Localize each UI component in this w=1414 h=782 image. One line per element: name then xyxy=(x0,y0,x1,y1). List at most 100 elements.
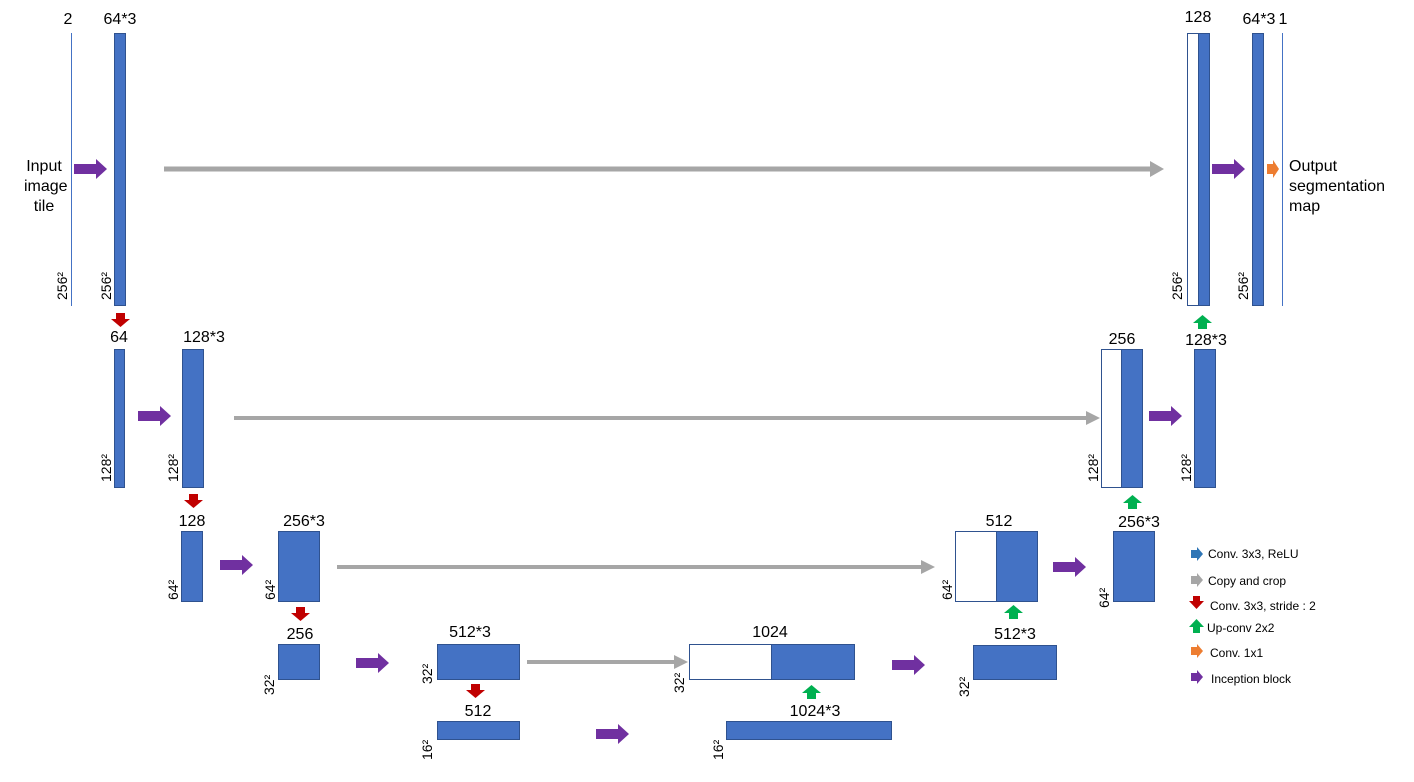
feature-map-l3a xyxy=(181,531,203,602)
feature-map-l5a xyxy=(437,721,520,740)
feature-map-l2b xyxy=(182,349,204,488)
feature-map-l3-up xyxy=(996,531,1038,602)
size-label-l5a: 16² xyxy=(419,739,435,760)
size-label-l1b: 256² xyxy=(1235,271,1251,300)
feature-map-l4-copy xyxy=(689,644,772,680)
size-label-l2-up: 128² xyxy=(1085,453,1101,482)
size-label-l5b: 16² xyxy=(710,739,726,760)
conv1x1-arrow xyxy=(1267,160,1279,178)
size-label-l4b: 32² xyxy=(419,663,435,684)
feature-map-l3c xyxy=(1113,531,1155,602)
channel-label-l3a: 128 xyxy=(178,513,206,530)
up-arrow-2 xyxy=(1123,495,1142,509)
legend-label-conv: Conv. 3x3, ReLU xyxy=(1208,547,1299,561)
channel-label-l3c: 256*3 xyxy=(1118,514,1160,531)
orange-arrow-icon xyxy=(1191,644,1203,658)
downsample-arrows xyxy=(111,313,485,698)
feature-map-l4b xyxy=(437,644,520,680)
feature-map-l1b xyxy=(1252,33,1264,306)
output-label-line3: map xyxy=(1289,198,1321,215)
channel-label-l2b: 128*3 xyxy=(183,329,225,346)
down-arrow-4 xyxy=(466,684,485,698)
green-arrow-icon xyxy=(1189,619,1204,633)
input-label-line2: image xyxy=(24,178,68,195)
size-label-l1a: 256² xyxy=(98,271,114,300)
down-arrow-1 xyxy=(111,313,130,327)
up-arrow-4 xyxy=(802,685,821,699)
channel-label-l5b: 1024*3 xyxy=(789,703,841,720)
inception-arrow-2 xyxy=(1212,159,1245,179)
feature-map-l5b xyxy=(726,721,892,740)
feature-map-l2-copy xyxy=(1101,349,1122,488)
inception-arrow-9 xyxy=(596,724,629,744)
output-segmentation-label: Output segmentation map xyxy=(1289,157,1385,217)
gray-arrow-icon xyxy=(1191,573,1203,587)
channel-label-l4b: 512*3 xyxy=(449,624,491,641)
legend-label-copy: Copy and crop xyxy=(1208,574,1287,588)
size-label-l2b: 128² xyxy=(165,453,181,482)
channel-label-l1up: 128 xyxy=(1184,9,1212,26)
channel-label-l1a: 64*3 xyxy=(103,11,137,28)
size-label-l3a: 64² xyxy=(165,579,181,600)
up-arrow-1 xyxy=(1193,315,1212,329)
inception-arrow-1 xyxy=(74,159,107,179)
input-label-line1: Input xyxy=(26,158,62,175)
inception-arrow-5 xyxy=(220,555,253,575)
feature-map-l3-copy xyxy=(955,531,997,602)
input-label-line3: tile xyxy=(33,198,55,215)
channel-label-l2up: 256 xyxy=(1108,331,1136,348)
size-label-l4-up: 32² xyxy=(671,672,687,693)
inception-arrows xyxy=(74,159,1245,744)
input-image-tile-label: Input image tile xyxy=(24,157,68,217)
feature-map-l1-up xyxy=(1198,33,1210,306)
feature-map-l2-up xyxy=(1121,349,1143,488)
inception-arrow-8 xyxy=(892,655,925,675)
feature-map-l4a xyxy=(278,644,320,680)
feature-map-l3b xyxy=(278,531,320,602)
channel-label-l1b: 64*3 xyxy=(1242,11,1276,28)
size-label-l3-up: 64² xyxy=(939,579,955,600)
channel-label-l4a: 256 xyxy=(286,626,314,643)
purple-arrow-icon xyxy=(1191,670,1203,684)
up-arrow-3 xyxy=(1004,605,1023,619)
legend-label-up: Up-conv 2x2 xyxy=(1207,621,1275,635)
down-arrow-3 xyxy=(291,607,310,621)
output-label-line2: segmentation xyxy=(1289,178,1386,195)
input-image-line xyxy=(71,33,72,306)
channel-label-l4up: 1024 xyxy=(752,624,788,641)
inception-arrow-7 xyxy=(356,653,389,673)
size-label-in: 256² xyxy=(54,271,70,300)
feature-map-l4c xyxy=(973,645,1057,680)
inception-arrow-6 xyxy=(1053,557,1086,577)
size-label-l3c: 64² xyxy=(1096,587,1112,608)
size-label-l2a: 128² xyxy=(98,453,114,482)
legend-label-conv1x1: Conv. 1x1 xyxy=(1210,646,1264,660)
copy-crop-arrows xyxy=(164,161,1164,669)
channel-label-l3b: 256*3 xyxy=(283,513,325,530)
size-label-l2c: 128² xyxy=(1178,453,1194,482)
legend-label-down: Conv. 3x3, stride : 2 xyxy=(1210,599,1316,613)
down-arrow-2 xyxy=(184,494,203,508)
legend-icons xyxy=(1189,547,1204,684)
size-label-l4c: 32² xyxy=(956,676,972,697)
red-arrow-icon xyxy=(1189,596,1204,609)
channel-label-l2c: 128*3 xyxy=(1185,332,1227,349)
channel-label-l4c: 512*3 xyxy=(994,626,1036,643)
feature-map-l4-up xyxy=(771,644,855,680)
upconv-arrows xyxy=(802,315,1212,699)
output-map-line xyxy=(1282,33,1283,306)
output-label-line1: Output xyxy=(1289,158,1338,175)
size-label-l1-up: 256² xyxy=(1169,271,1185,300)
channel-label-l2a: 64 xyxy=(110,329,128,346)
feature-map-l1a xyxy=(114,33,126,306)
blue-arrow-icon xyxy=(1191,547,1203,561)
channel-label-out: 1 xyxy=(1278,11,1288,28)
inception-arrow-4 xyxy=(1149,406,1182,426)
size-label-l4a: 32² xyxy=(261,674,277,695)
channel-label-l5a: 512 xyxy=(464,703,492,720)
feature-map-l2a xyxy=(114,349,125,488)
size-label-l3b: 64² xyxy=(262,579,278,600)
feature-map-l2c xyxy=(1194,349,1216,488)
inception-arrow-3 xyxy=(138,406,171,426)
